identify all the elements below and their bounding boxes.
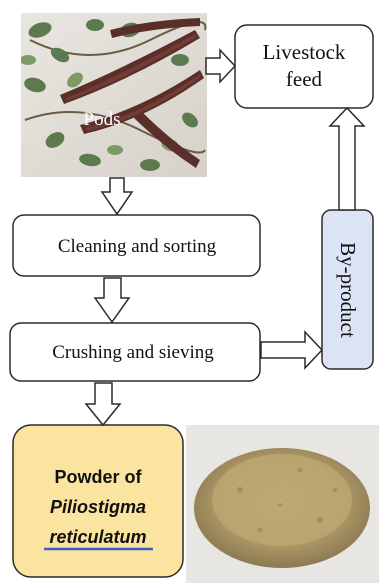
- pods-label: Pods: [84, 109, 121, 130]
- livestock-feed-label-line2: feed: [286, 67, 323, 91]
- cleaning-sorting-label: Cleaning and sorting: [58, 236, 217, 257]
- arrow-crushing-to-byproduct: [261, 332, 322, 368]
- livestock-feed-label-line1: Livestock: [263, 40, 346, 64]
- powder-label-line1: Powder of: [54, 467, 142, 487]
- crushing-sieving-label: Crushing and sieving: [52, 342, 214, 363]
- powder-label-line3: reticulatum: [49, 527, 146, 547]
- arrow-crushing-to-powder: [86, 383, 120, 425]
- arrow-pods-to-cleaning: [102, 178, 132, 214]
- arrow-byproduct-to-livestock: [330, 108, 364, 210]
- powder-label-line2: Piliostigma: [50, 497, 146, 517]
- arrow-cleaning-to-crushing: [95, 278, 129, 322]
- arrow-pods-to-livestock: [206, 50, 235, 82]
- pods-photo: [20, 13, 207, 177]
- by-product-label: By-product: [336, 242, 360, 338]
- powder-photo: [186, 425, 379, 583]
